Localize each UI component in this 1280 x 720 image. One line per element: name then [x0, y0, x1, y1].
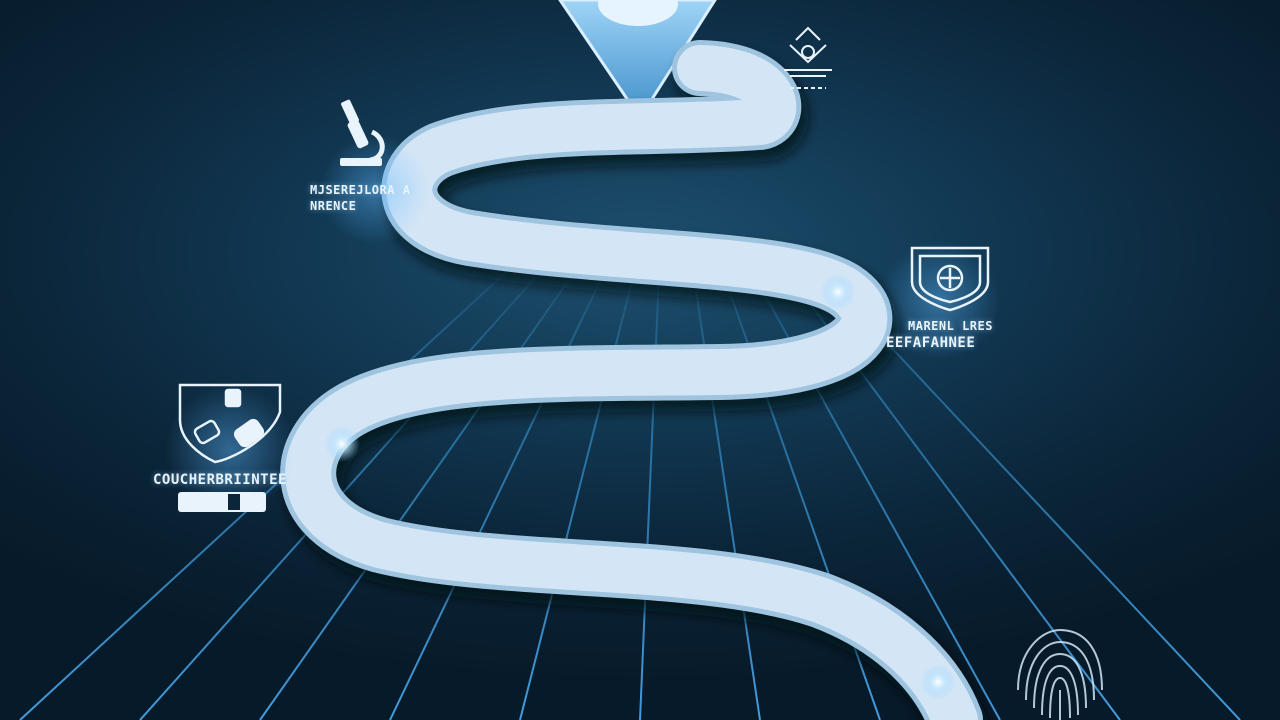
milestone-dot [324, 426, 360, 462]
map-pin-icon [558, 0, 717, 121]
milestone-label-line: MARENL LRES [908, 319, 993, 333]
microscope-icon [340, 99, 385, 166]
milestone-label-line: MJSEREJLORA A [310, 183, 411, 197]
milestone-label-shield-2: EEFAFAHNEE [886, 334, 975, 352]
milestone-label-line: COUCHERBRIINTEE [153, 472, 287, 488]
milestone-dot [820, 274, 856, 310]
milestone-label-badge: COUCHERBRIINTEE [153, 471, 287, 489]
fingerprint-icon [1017, 628, 1103, 720]
milestone-dot [920, 664, 956, 700]
award-icon [784, 26, 832, 89]
milestone-label-line: EEFAFAHNEE [886, 335, 976, 351]
shield-crest-icon [910, 246, 990, 312]
milestone-label-line: NRENCE [310, 199, 357, 213]
road-path [285, 45, 978, 720]
badge-card-icon [178, 383, 282, 512]
milestone-label-microscope: MJSEREJLORA A NRENCE [310, 182, 410, 214]
milestone-label-shield: MARENL LRES [908, 318, 993, 334]
